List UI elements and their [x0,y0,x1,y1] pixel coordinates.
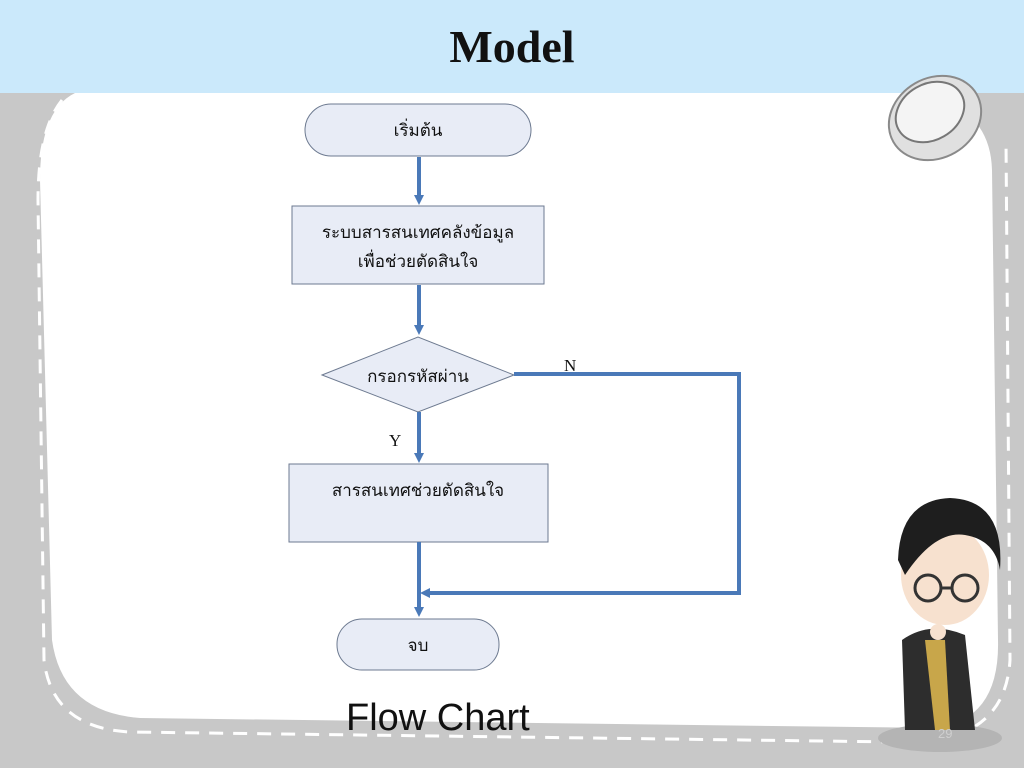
flow-process-system [291,205,545,285]
flow-end-node [336,618,500,671]
flow-process-system-line2: เพื่อช่วยตัดสินใจ [358,249,479,272]
slide-title: Model [449,21,575,72]
flow-yes-label: Y [389,431,401,450]
flow-no-label: N [564,356,576,375]
title-bar: Model [0,0,1024,93]
flow-process-info [288,463,549,543]
flow-process-system-line1: ระบบสารสนเทศคลังข้อมูล [322,223,514,243]
flow-decision-label: กรอกรหัสผ่าน [367,367,469,387]
flowchart-caption: Flow Chart [346,697,530,739]
character-illustration [878,498,1002,752]
content-panel [40,93,999,728]
flow-process-info-label: สารสนเทศช่วยตัดสินใจ [332,480,504,501]
dashed-border [36,99,1012,744]
flow-end-label: จบ [408,636,429,656]
page-number: 29 [938,726,953,741]
flow-start-node [304,103,532,157]
flow-start-label: เริ่มต้น [394,118,443,141]
flow-no-branch [420,372,741,598]
mouse-graphic [887,74,983,162]
